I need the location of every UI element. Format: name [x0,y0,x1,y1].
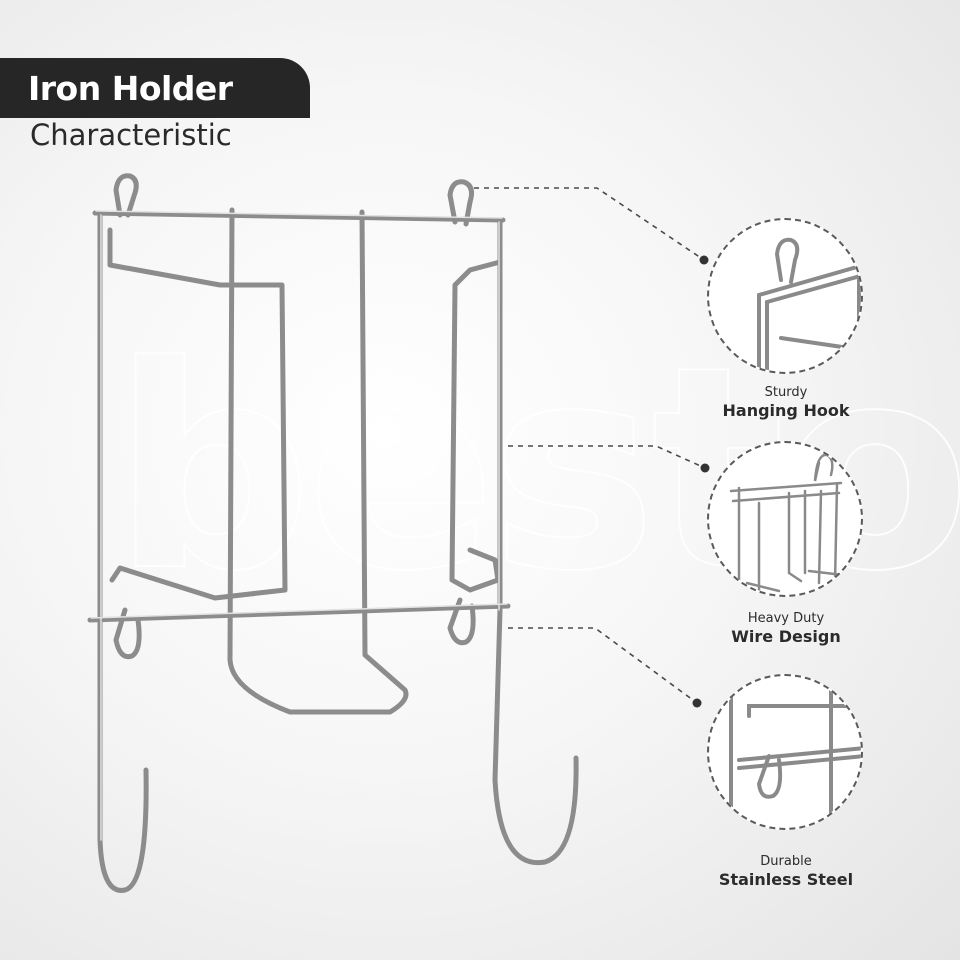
steel-detail-icon [729,676,861,828]
feature-small-label: Durable [760,854,812,869]
steel-detail-circle [707,674,863,830]
wire-detail-circle [707,441,863,597]
hook-detail-circle [707,218,863,374]
feature-small-label: Heavy Duty [747,611,825,626]
title-banner: Iron Holder [0,58,310,118]
page-subtitle: Characteristic [30,118,232,152]
wire-detail-icon [729,453,845,595]
page-title: Iron Holder [28,68,233,108]
feature-hanging-hook: Sturdy Hanging Hook [686,384,886,421]
feature-big-label: Hanging Hook [722,401,850,420]
feature-stainless-steel: Durable Stainless Steel [686,853,886,890]
feature-small-label: Sturdy [764,385,808,400]
feature-wire-design: Heavy Duty Wire Design [686,610,886,647]
feature-big-label: Wire Design [731,627,841,646]
hook-detail-icon [757,237,861,372]
feature-big-label: Stainless Steel [718,870,854,889]
